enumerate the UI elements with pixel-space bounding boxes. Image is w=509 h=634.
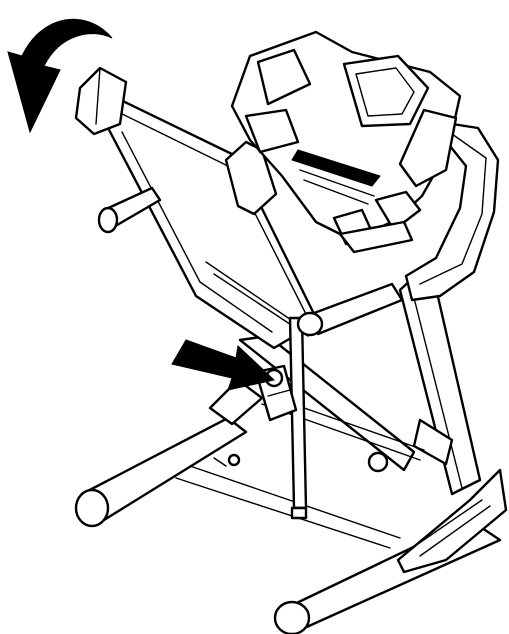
- base-frame: [74, 416, 508, 634]
- console-display: [342, 54, 430, 128]
- indicator-arrow-icon: [171, 339, 276, 391]
- handrails: [224, 120, 500, 337]
- lift-assist-cylinder: [288, 316, 308, 520]
- fold-direction-arrow-icon: [7, 18, 113, 134]
